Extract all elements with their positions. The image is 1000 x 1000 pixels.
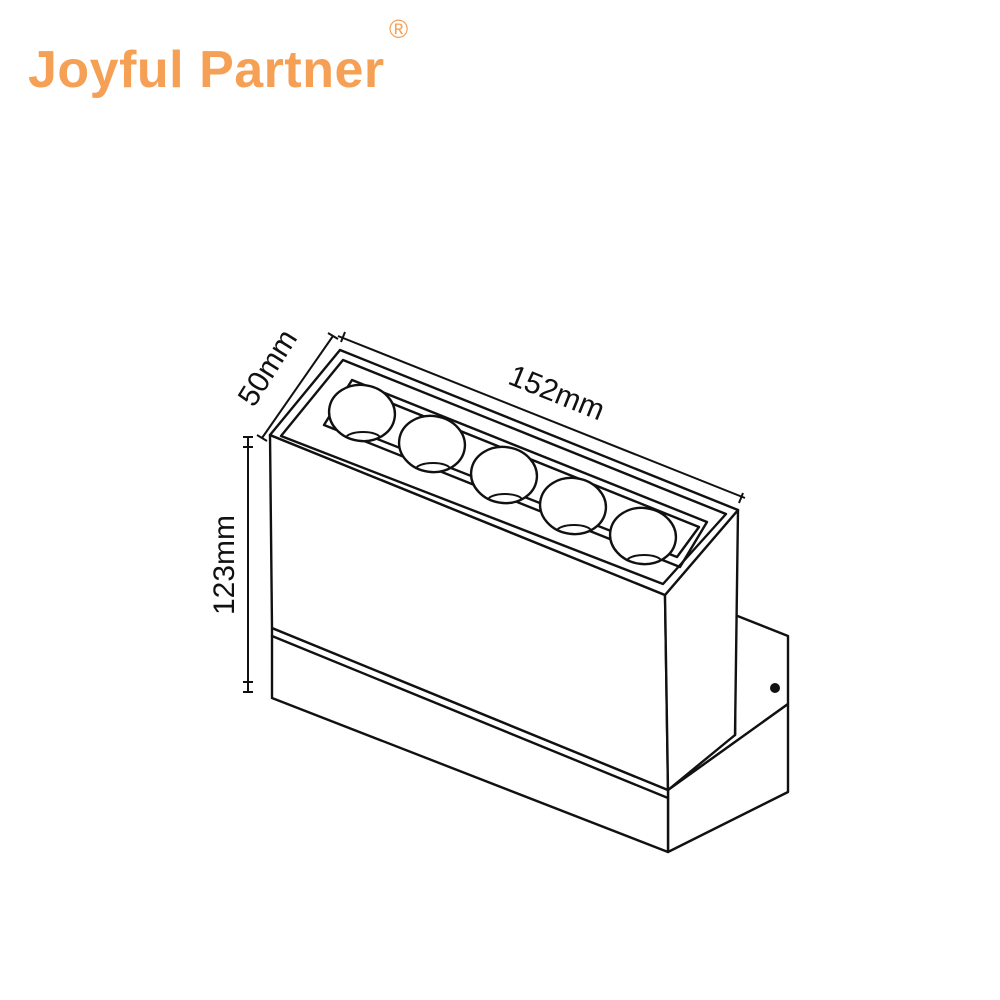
height-dimension-line bbox=[243, 436, 253, 693]
depth-dimension-line bbox=[256, 332, 339, 442]
lens-array bbox=[327, 383, 678, 566]
mounting-screw-hole bbox=[770, 683, 780, 693]
lens-3 bbox=[469, 445, 539, 505]
lens-2 bbox=[397, 414, 467, 474]
lens-5 bbox=[608, 506, 678, 566]
lens-4 bbox=[538, 476, 608, 536]
length-dimension-label: 152mm bbox=[504, 359, 609, 427]
height-dimension-label: 123mm bbox=[208, 515, 241, 615]
registered-trademark-mark: ® bbox=[389, 14, 409, 44]
brand-logo-text: Joyful Partner bbox=[28, 41, 385, 99]
length-dimension-line bbox=[337, 331, 746, 504]
depth-dimension-label: 50mm bbox=[232, 324, 304, 412]
lens-1 bbox=[327, 383, 397, 443]
